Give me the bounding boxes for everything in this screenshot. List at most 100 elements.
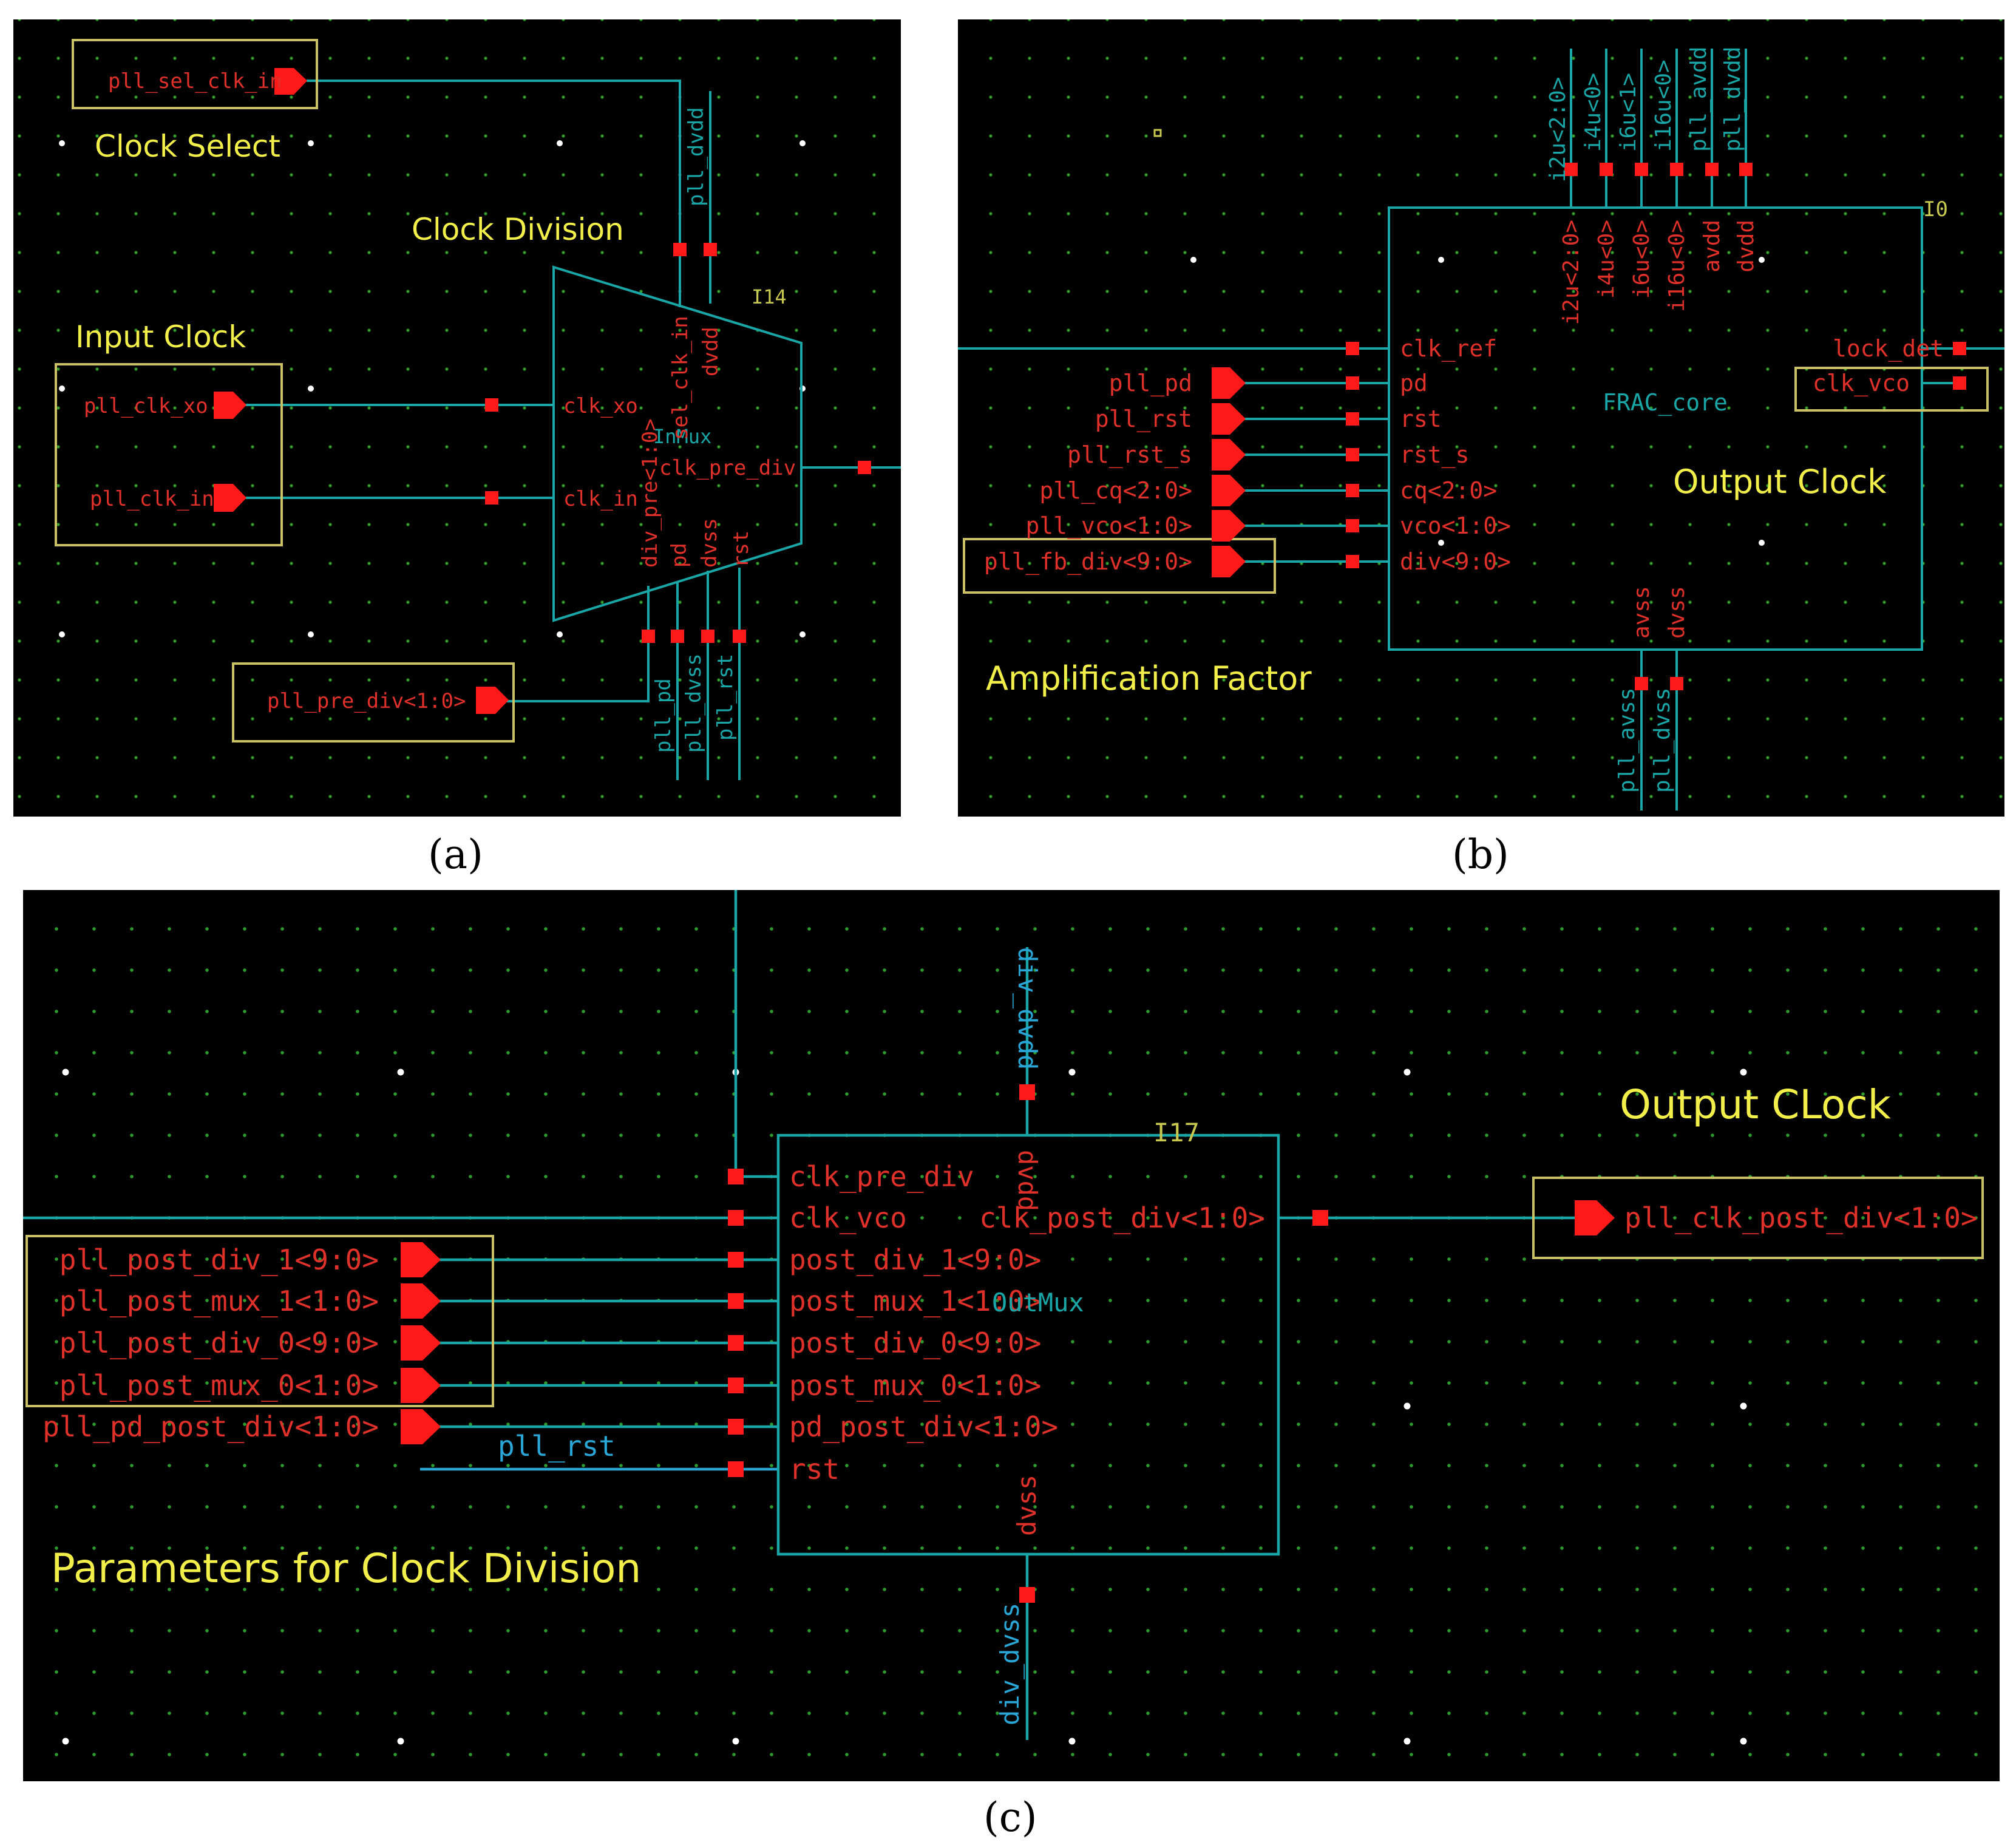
port-i2u: i2u<2:0>: [1559, 220, 1584, 325]
port-post-div-1: post_div_1<9:0>: [789, 1243, 1041, 1276]
port-avss: avss: [1629, 586, 1654, 639]
outmux-symbol[interactable]: [776, 1133, 1280, 1556]
net-i16u: i16u<0>: [1651, 59, 1676, 152]
cell-outmux-label: OutMux: [992, 1288, 1084, 1317]
net-pll-dvss: pll_dvss: [1650, 688, 1675, 793]
port-post-mux-1: post_mux_1<1:0>: [789, 1285, 1041, 1317]
pin-post-div-0-icon: [401, 1325, 441, 1361]
pin-pll-rst-s-label: pll_rst_s: [1067, 441, 1192, 469]
panel-b-caption: (b): [1452, 831, 1509, 878]
cell-inmux-label: InMux: [653, 425, 711, 448]
panel-c: pll_post_div_1<9:0> pll_post_mux_1<1:0> …: [23, 890, 2000, 1841]
net-pll-rst: pll_rst: [713, 654, 738, 741]
pin-pd-post-div-label: pll_pd_post_div<1:0>: [42, 1410, 379, 1443]
panel-b-grid: [958, 19, 2004, 817]
panel-a-caption: (a): [428, 831, 483, 878]
port-lock-det: lock_det: [1833, 335, 1944, 362]
parameters-label: Parameters for Clock Division: [51, 1545, 641, 1592]
panel-c-pins[interactable]: [401, 1200, 1615, 1444]
net-i4u: i4u<0>: [1581, 73, 1606, 152]
net-i2u: i2u<2:0>: [1546, 77, 1570, 182]
clock-select-label: Clock Select: [95, 129, 280, 164]
net-pll-rst-label: pll_rst: [498, 1430, 616, 1463]
port-clk-xo: clk_xo: [563, 394, 638, 418]
port-dvdd: dvdd: [699, 327, 723, 376]
pin-clk-xo-icon: [214, 392, 246, 419]
panel-a-pins[interactable]: [214, 68, 509, 714]
port-div: div<9:0>: [1400, 548, 1511, 575]
port-dvss: dvss: [697, 518, 722, 568]
port-dvdd: dvdd: [1734, 220, 1759, 273]
net-pll-avdd: pll_avdd: [1686, 47, 1711, 152]
net-pll-dvdd: pll_dvdd: [1720, 47, 1745, 152]
port-clk-ref: clk_ref: [1400, 335, 1497, 362]
pin-post-mux-0-label: pll_post_mux_0<1:0>: [59, 1369, 379, 1402]
inmux-symbol[interactable]: [552, 265, 803, 622]
net-div-dvdd: div_dvdd: [1013, 947, 1042, 1070]
input-clock-box: [55, 363, 283, 546]
panel-b-boxes: [963, 367, 1989, 594]
pin-pll-vco-icon: [1212, 510, 1246, 542]
panel-a-wires: [244, 80, 901, 780]
port-rst: rst: [729, 531, 753, 568]
port-rst: rst: [789, 1453, 840, 1486]
panel-c-terminals: [728, 1084, 1328, 1603]
pin-pll-fb-div-icon: [1212, 546, 1246, 577]
port-div-pre: div_pre<1:0>: [638, 418, 662, 568]
pin-pll-pd-icon: [1212, 367, 1246, 399]
port-clk-post-div: clk_post_div<1:0>: [979, 1201, 1265, 1234]
pin-pll-pd-label: pll_pd: [1109, 370, 1192, 397]
fb-div-box: [963, 538, 1276, 594]
pin-clk-post-div-icon: [1575, 1200, 1615, 1235]
port-post-mux-0: post_mux_0<1:0>: [789, 1369, 1041, 1402]
port-clk-pre-div: clk_pre_div: [659, 456, 796, 480]
pin-pll-fb-div-label: pll_fb_div<9:0>: [984, 548, 1192, 576]
panel-a: Clock Select Clock Division Input Clock …: [13, 19, 901, 878]
panel-c-boxes: [25, 1177, 1984, 1407]
panel-b-pins[interactable]: [1212, 367, 1246, 577]
port-vco: vco<1:0>: [1400, 512, 1511, 539]
net-i6u: i6u<1>: [1616, 73, 1641, 152]
pin-post-div-1-label: pll_post_div_1<9:0>: [59, 1243, 379, 1276]
net-pll-dvss: pll_dvss: [682, 653, 706, 753]
clk-vco-box: [1794, 367, 1989, 412]
net-div-dvss: div_dvss: [995, 1603, 1025, 1725]
port-i6u: i6u<0>: [1629, 220, 1654, 299]
panel-b-origin-marker: [1153, 129, 1162, 137]
frac-core-symbol[interactable]: [1388, 206, 1923, 651]
pin-post-mux-1-icon: [401, 1283, 441, 1319]
output-clock-label: Output CLock: [1620, 1081, 1892, 1128]
port-i16u: i16u<0>: [1665, 220, 1689, 312]
input-clock-label: Input Clock: [75, 319, 246, 355]
port-dvss: dvss: [1012, 1475, 1042, 1536]
panel-a-boxes: [55, 39, 515, 742]
pin-post-mux-1-label: pll_post_mux_1<1:0>: [59, 1285, 379, 1317]
cell-frac-core-label: FRAC_core: [1603, 389, 1728, 416]
port-rst: rst: [1400, 406, 1442, 432]
pin-clk-xo-label: pll_clk_xo: [84, 394, 208, 418]
port-clk-vco: clk_vco: [1813, 370, 1910, 397]
panel-b: pll_pd pll_rst pll_rst_s pll_cq<2:0> pll…: [958, 19, 2004, 878]
panel-c-caption: (c): [983, 1794, 1037, 1841]
net-pll-dvdd: pll_dvdd: [684, 107, 708, 206]
panel-a-major-dots: [59, 140, 806, 637]
panel-c-grid: [23, 890, 2000, 1781]
pin-pll-rst-s-icon: [1212, 439, 1246, 471]
pin-post-div-1-icon: [401, 1242, 441, 1277]
pin-sel-clk-in-label: pll_sel_clk_in: [108, 69, 282, 93]
port-avdd: avdd: [1700, 220, 1725, 273]
pin-post-div-0-label: pll_post_div_0<9:0>: [59, 1327, 379, 1359]
panel-b-terminals: [1346, 163, 1966, 690]
pin-post-mux-0-icon: [401, 1368, 441, 1403]
pin-pll-cq-icon: [1212, 475, 1246, 506]
pin-pll-vco-label: pll_vco<1:0>: [1025, 512, 1192, 540]
pin-pre-div-icon: [476, 687, 509, 714]
port-dvdd: dvdd: [1013, 1150, 1042, 1211]
instance-i17-label: I17: [1153, 1118, 1200, 1147]
panel-b-wires: [958, 49, 2004, 810]
pin-clk-in-label: pll_clk_in: [90, 487, 214, 511]
instance-i14-label: I14: [752, 285, 787, 308]
post-div-params-box: [25, 1235, 494, 1407]
panel-a-terminals: [485, 243, 871, 643]
